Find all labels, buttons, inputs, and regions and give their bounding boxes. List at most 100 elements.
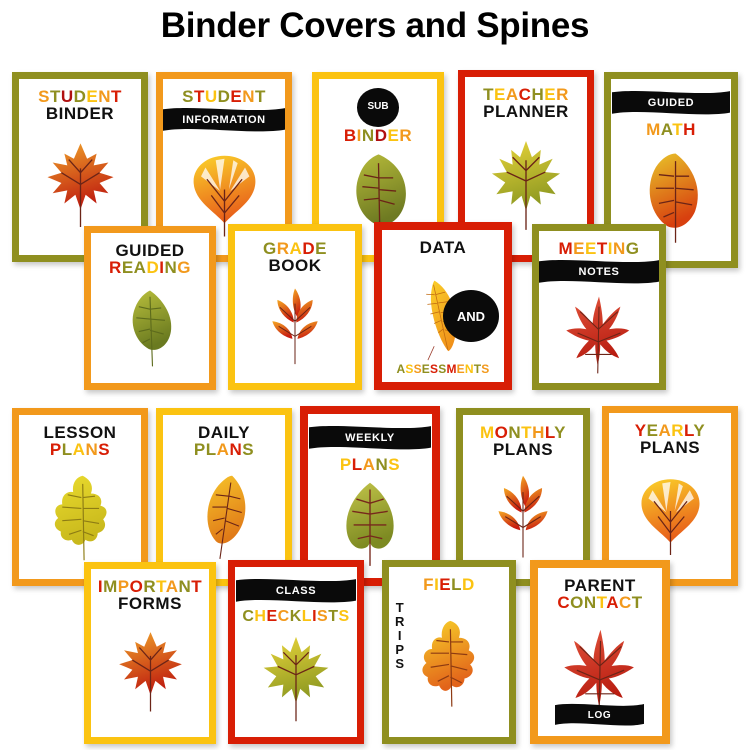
title-letter: N [178,577,192,596]
title-letter: M [479,423,495,442]
card-title-black: BOOK [268,256,322,275]
leaf-illustration-maple-yellowgreen [465,120,587,255]
title-letter: E [439,575,452,594]
title-letter: A [660,120,673,139]
title-letter: E [315,239,327,258]
banner-label: NOTES [578,265,620,278]
card-title-colored: MATH [611,121,731,138]
title-letter: R [399,125,413,145]
black-badge: SUB [357,88,399,127]
title-letter: N [583,593,597,612]
card-title-colored: ASSESSMENTS [382,362,504,376]
title-letter: M [558,239,574,258]
title-letter: R [276,239,290,258]
banner-label: GUIDED [647,96,695,109]
title-letter: A [72,440,86,459]
card-title-black: FORMS [118,594,182,613]
card-title-colored: PLANS [308,456,432,473]
card-title-colored: READING [91,259,209,276]
title-letter: H [254,608,267,625]
card-title-colored: STUDENT [163,88,285,105]
card-title-black: LESSON [43,423,117,442]
title-letter: N [85,440,99,459]
card-title-black: PLANS [639,438,701,457]
title-letter: C [557,593,571,612]
title-letter: L [301,608,313,625]
title-letter: S [430,362,439,376]
title-letter: C [518,85,532,104]
leaf-illustration-ginkgo-gold [163,138,285,255]
title-letter: E [230,87,243,106]
title-letter: R [395,614,405,630]
title-letter: E [585,239,597,258]
title-letter: D [462,575,475,594]
title-letter: T [255,87,266,106]
title-letter: P [395,642,405,658]
title-letter: D [73,87,87,106]
title-letter: Y [693,421,706,440]
title-letter: R [109,258,122,277]
title-letter: U [60,87,74,106]
black-banner: LOG [555,703,644,727]
title-letter: K [289,608,302,625]
card-title-black: PARENT [564,576,636,595]
title-letter: A [606,593,620,612]
title-letter: T [631,593,643,612]
title-letter: O [570,593,584,612]
title-letter: T [473,362,482,376]
title-letter: L [61,440,73,459]
card-title-block: GUIDED MATH [611,79,731,138]
title-letter: A [133,258,147,277]
card-title-black: DATA [419,238,467,257]
card-title-block: DATA [382,230,504,256]
title-letter: T [49,87,61,106]
title-letter: T [111,87,122,106]
title-letter: S [438,362,447,376]
card-title-colored: CONTACT [538,594,662,611]
title-letter: N [508,423,522,442]
title-letter: N [464,362,474,376]
card-title-colored: IMPORTANT [91,578,209,595]
title-letter: T [521,423,533,442]
title-letter: A [289,239,303,258]
title-letter: M [103,577,118,596]
title-letter: A [658,421,672,440]
title-letter: P [117,577,130,596]
title-letter: N [375,455,389,474]
title-letter: I [159,258,165,277]
leaf-illustration-maple-red-star [539,290,659,383]
card-title-colored: FIELD [389,576,509,593]
title-letter: T [483,85,495,104]
leaf-illustration-leaf-orange-pointed [611,138,731,261]
title-letter: R [143,577,157,596]
leaf-illustration-leaf-olive-simple [319,144,437,255]
card-title-black: DAILY [198,423,250,442]
title-letter: D [146,258,160,277]
